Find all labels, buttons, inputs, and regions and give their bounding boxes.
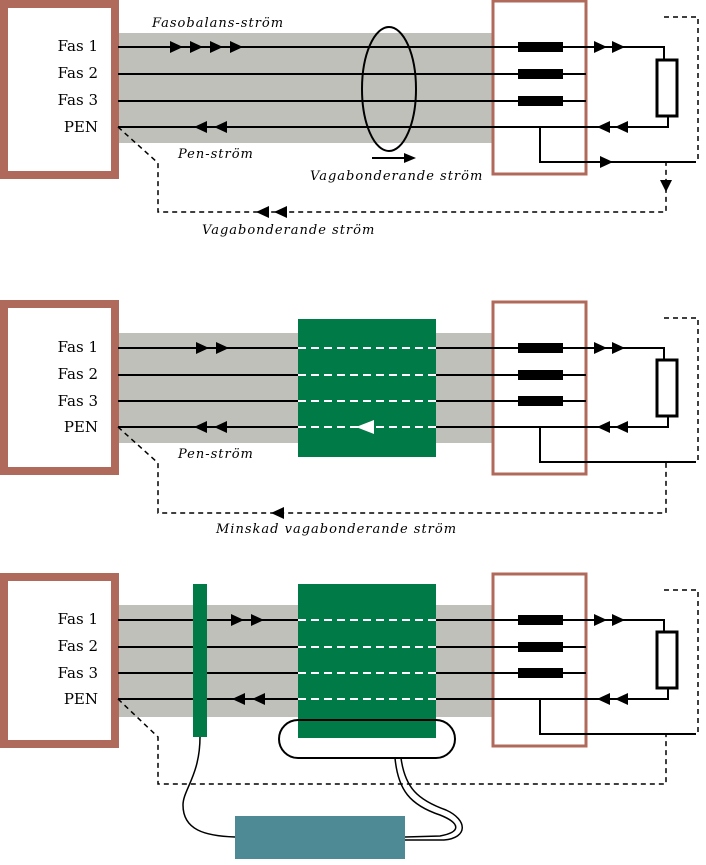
panel-3-filter-with-device: Fas 1 Fas 2 Fas 3 PEN [0,572,699,859]
monitoring-device [235,816,405,859]
filter-core [298,319,436,457]
sensor-wire [182,736,236,838]
label-pen: PEN [64,690,98,708]
label-fas-1: Fas 1 [58,37,98,55]
label-pen-strom: Pen-ström [177,447,254,462]
vagabond-path-outer [117,126,667,213]
line-ground [539,127,696,163]
arrow-right-icon [404,153,416,163]
winding-wire [394,757,457,838]
arrow-left-icon [356,420,374,434]
label-fas-1: Fas 1 [58,610,98,628]
label-fas-2: Fas 2 [58,64,98,82]
load-box [491,0,588,176]
label-fasobalans-strom: Fasobalans-ström [151,16,284,31]
load-resistor [655,630,679,690]
cable-band [118,33,494,143]
label-fas-1: Fas 1 [58,338,98,356]
label-vagabond-outer: Vagabonderande ström [202,223,375,238]
label-fas-3: Fas 3 [58,392,98,410]
label-fas-2: Fas 2 [58,365,98,383]
line-pen [118,116,669,128]
vagabond-path-outer [117,698,667,785]
load-box [491,300,588,476]
arrow-down-icon [660,180,672,192]
label-fas-2: Fas 2 [58,637,98,655]
panel-1-vagabond-current: Fas 1 Fas 2 Fas 3 PEN [0,0,699,238]
load-resistor [655,58,679,118]
filter-core [298,584,436,738]
winding-loop [278,719,456,759]
panel-2-filter: Fas 1 Fas 2 Fas 3 PEN [0,300,699,537]
source-box [0,0,119,179]
label-minskad-vagabond: Minskad vagabonderande ström [215,522,457,537]
label-fas-3: Fas 3 [58,91,98,109]
current-sensor-ring [361,26,417,152]
label-pen: PEN [64,118,98,136]
load-box [491,572,588,748]
label-pen: PEN [64,418,98,436]
label-pen-strom: Pen-ström [177,147,254,162]
label-fas-3: Fas 3 [58,664,98,682]
label-vagabond-inner: Vagabonderande ström [310,169,483,184]
source-box [0,573,119,748]
source-box [0,300,119,475]
vagabond-path-outer [117,426,667,514]
sensor-bar [193,584,207,737]
load-resistor [655,358,679,418]
